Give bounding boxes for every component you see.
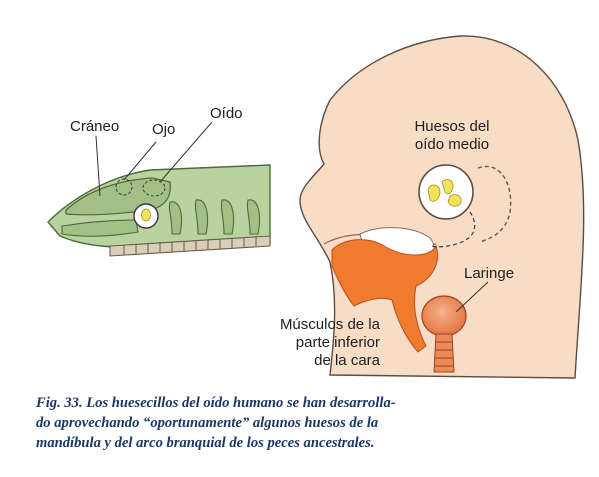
caption-line-3: mandíbula y del arco branquial de los pe…: [36, 433, 576, 453]
label-huesos-oido-medio: Huesos del oído medio: [402, 118, 502, 154]
fish-bone-icon: [142, 209, 151, 221]
caption-line-2: do aprovechando “oportunamente” algunos …: [36, 413, 576, 433]
caption-line-1: Fig. 33. Los huesecillos del oído humano…: [36, 393, 576, 413]
figure-caption: Fig. 33. Los huesecillos del oído humano…: [36, 393, 576, 453]
label-musculos-line2: parte inferior: [240, 334, 380, 352]
label-ojo: Ojo: [152, 121, 175, 139]
ossicle-icon: [448, 195, 461, 206]
label-musculos: Músculos de la parte inferior de la cara: [240, 316, 380, 370]
label-musculos-line1: Músculos de la: [240, 316, 380, 334]
label-huesos-line1: Huesos del: [402, 118, 502, 136]
larynx: [422, 296, 466, 336]
label-musculos-line3: de la cara: [240, 352, 380, 370]
label-huesos-line2: oído medio: [402, 136, 502, 154]
label-craneo: Cráneo: [70, 118, 119, 136]
label-oido: Oído: [210, 105, 243, 123]
label-laringe: Laringe: [464, 265, 514, 283]
